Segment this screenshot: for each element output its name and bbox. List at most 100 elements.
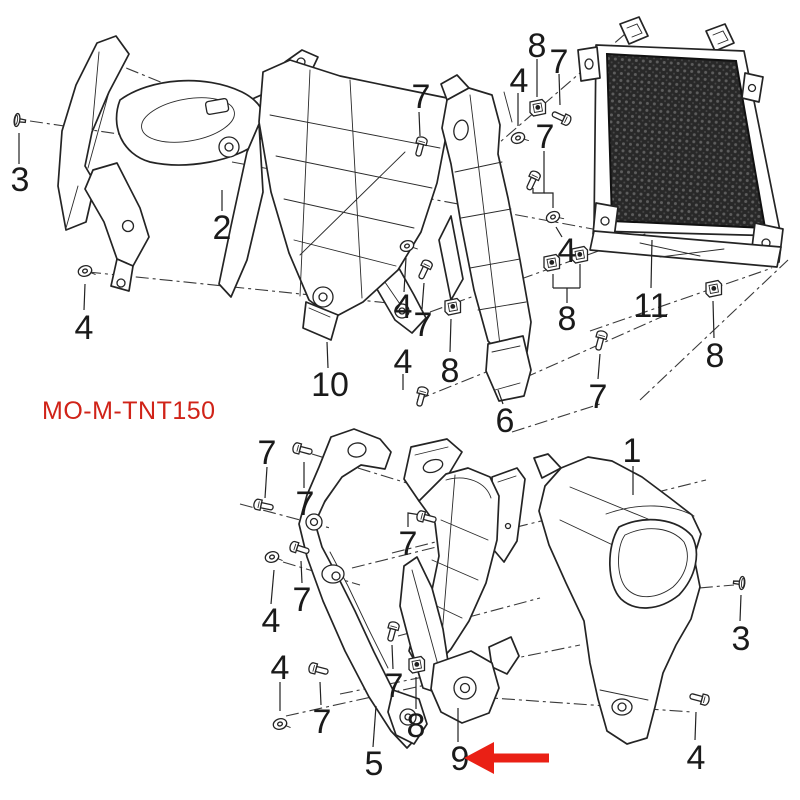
callout-leader-line	[391, 644, 394, 670]
callout-leader-line	[650, 239, 653, 289]
part-callout-8: 8	[441, 352, 460, 390]
screw-icon	[689, 693, 710, 706]
part-callout-4: 4	[394, 343, 413, 381]
part-callout-6: 6	[496, 402, 515, 440]
assembly-axis-line	[351, 479, 707, 569]
part-callout-8: 8	[528, 27, 547, 65]
countersunk-washer-icon	[399, 239, 418, 253]
part-callout-1: 1	[623, 432, 642, 470]
clip-nut-icon	[543, 253, 561, 272]
part-callout-8: 8	[558, 300, 577, 338]
countersunk-washer-icon	[77, 265, 96, 277]
part-callout-7: 7	[313, 703, 332, 741]
screw-icon	[551, 111, 572, 126]
callout-leader-line	[418, 111, 421, 137]
callout-leader-line	[300, 560, 303, 584]
callout-leader-line	[372, 705, 377, 748]
screw-icon	[416, 510, 437, 523]
callout-leader-line	[532, 151, 545, 194]
screw-icon	[387, 621, 400, 642]
callout-leader-line	[83, 283, 86, 311]
clip-nut-icon	[529, 98, 547, 117]
part-9-lower-cover	[399, 438, 526, 724]
clip-nut-icon	[408, 655, 426, 674]
part-5-stay-bracket	[298, 428, 428, 749]
screw-icon	[253, 498, 274, 512]
part-1-side-panel	[533, 453, 702, 745]
screw-icon	[526, 170, 541, 191]
part-callout-4: 4	[394, 288, 413, 326]
part-callout-4: 4	[262, 602, 281, 640]
model-code-watermark: MO-M-TNT150	[42, 397, 216, 425]
part-callout-8: 8	[706, 337, 725, 375]
callout-leader-line	[319, 681, 322, 706]
callout-leader-line	[270, 569, 275, 605]
assembly-axis-line	[511, 403, 601, 433]
clip-nut-icon	[571, 245, 589, 264]
part-callout-4: 4	[75, 309, 94, 347]
callout-leader-line	[407, 512, 422, 527]
callout-leader-line	[694, 711, 697, 741]
clip-nut-icon	[444, 297, 462, 316]
callout-leader-line	[421, 282, 425, 310]
assembly-axis-line	[477, 696, 693, 713]
part-callout-5: 5	[365, 745, 384, 783]
part-callout-10: 10	[311, 366, 349, 404]
assembly-axis-line	[589, 267, 773, 332]
part-callout-7: 7	[550, 43, 569, 81]
part-callout-7: 7	[589, 378, 608, 416]
screw-icon	[289, 540, 310, 555]
callout-leaders	[18, 59, 742, 748]
screw-icon	[308, 662, 329, 675]
part-callout-4: 4	[510, 62, 529, 100]
part-6-side-stay-panel	[438, 74, 532, 402]
highlight-arrow-icon	[464, 742, 549, 774]
assembly-axis-line	[285, 683, 431, 717]
rivet-icon	[732, 575, 746, 591]
callout-leader-line	[597, 353, 601, 380]
part-callout-7: 7	[412, 78, 431, 116]
parts-artwork	[57, 16, 784, 749]
callout-leader-line	[403, 257, 407, 293]
callout-leader-line	[449, 318, 452, 353]
countersunk-washer-icon	[272, 718, 291, 730]
part-callout-7: 7	[296, 485, 315, 523]
part-callout-7: 7	[414, 306, 433, 344]
part-callout-8: 8	[407, 707, 426, 745]
part-11-radiator-guard	[577, 16, 784, 268]
callout-leader-line	[712, 300, 715, 339]
rivet-icon	[13, 112, 27, 128]
clip-nut-icon	[705, 279, 723, 298]
part-callout-3: 3	[732, 620, 751, 658]
part-callout-9: 9	[451, 740, 470, 778]
part-callout-3: 3	[11, 161, 30, 199]
screw-icon	[595, 330, 608, 351]
fastener-icons	[13, 98, 746, 730]
part-callout-4: 4	[558, 232, 577, 270]
part-callout-2: 2	[213, 209, 232, 247]
callout-leader-line	[555, 226, 563, 238]
screw-icon	[418, 259, 433, 280]
callout-leader-line	[326, 341, 329, 369]
callout-leader-line	[558, 73, 561, 106]
countersunk-washer-icon	[545, 210, 565, 224]
assembly-axis-line	[391, 531, 476, 554]
callout-leader-line	[544, 192, 554, 208]
part-callout-4: 4	[271, 649, 290, 687]
countersunk-washer-icon	[264, 551, 283, 563]
part-callout-7: 7	[258, 434, 277, 472]
callout-leader-line	[497, 389, 504, 405]
part-callout-4: 4	[687, 739, 706, 777]
screw-icon	[292, 442, 313, 455]
screw-icon	[416, 386, 429, 407]
part-callout-7: 7	[399, 525, 418, 563]
part-callout-11: 11	[633, 287, 668, 325]
screw-icon	[415, 136, 428, 157]
part-callout-7: 7	[293, 581, 312, 619]
part-callout-7: 7	[536, 118, 555, 156]
countersunk-washer-icon	[510, 131, 529, 145]
part-callout-7: 7	[385, 667, 404, 705]
